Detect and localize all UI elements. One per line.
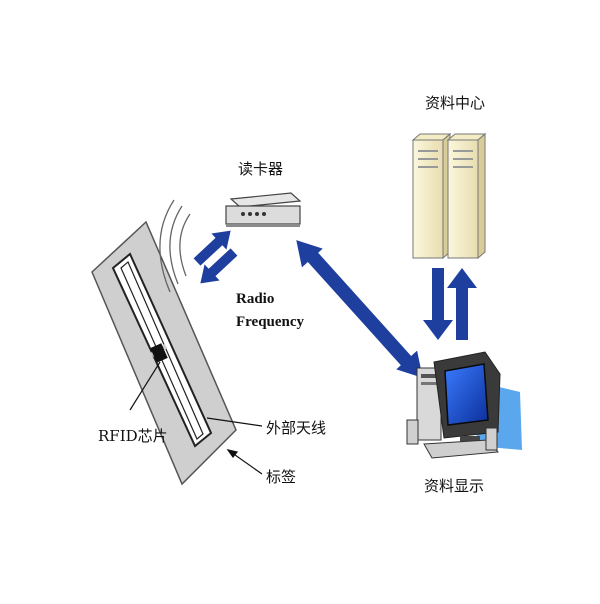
frequency-label: Frequency [236,314,305,330]
arrows-server-computer [423,268,477,340]
reader-label: 读卡器 [238,160,284,178]
external-antenna-label: 外部天线 [266,419,327,437]
data-display-label: 资料显示 [424,477,485,495]
pointer-lines [129,361,263,475]
tag-label: 标签 [266,468,297,486]
computer-icon [406,351,522,459]
server-icon [411,132,487,260]
rfid-chip-label: RFID芯片 [98,427,168,445]
data-center-label: 资料中心 [425,94,486,112]
radio-label: Radio [236,291,275,307]
rfid-tag-icon [91,220,237,486]
arrows-reader-computer [296,240,423,378]
arrows-tag-reader [193,230,238,284]
reader-device-icon [225,192,302,227]
radio-wave-icon [159,199,191,293]
rfid-chip-icon [150,343,168,363]
